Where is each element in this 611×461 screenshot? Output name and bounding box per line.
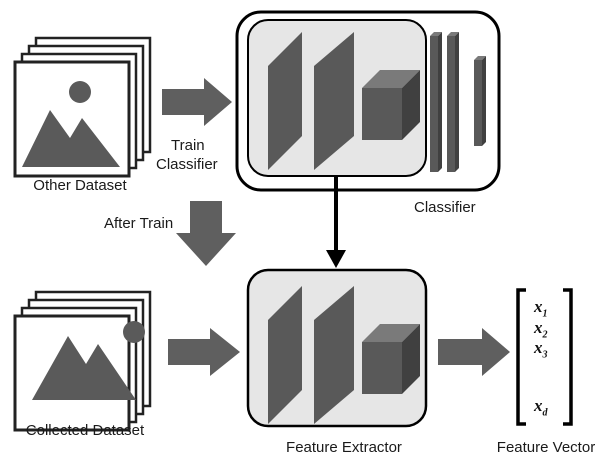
conv-layer xyxy=(314,32,354,170)
vector-entry-xd: xd xyxy=(534,396,548,418)
vector-entry-x1: x1 xyxy=(534,297,548,319)
mountain-image-icon xyxy=(32,321,145,400)
other-dataset-label: Other Dataset xyxy=(33,177,127,194)
collected-dataset-image-stack xyxy=(13,290,152,432)
after-train-arrow xyxy=(176,201,236,266)
fc-layer xyxy=(430,32,442,172)
classifier-label: Classifier xyxy=(414,199,476,216)
vector-bracket-right xyxy=(563,288,573,426)
vector-entry-x2: x2 xyxy=(534,318,548,340)
train-arrow xyxy=(162,78,232,126)
vector-symbol: x xyxy=(534,338,543,357)
other-dataset-image-stack xyxy=(13,36,152,178)
after-train-label: After Train xyxy=(104,215,174,232)
conv-layer xyxy=(268,32,302,170)
vector-entry-x3: x3 xyxy=(534,338,548,360)
vector-symbol: x xyxy=(534,297,543,316)
mountain-image-icon xyxy=(22,81,120,167)
collected-dataset-label: Collected Dataset xyxy=(25,422,145,439)
fc-layer xyxy=(447,32,459,172)
vector-subscript: 1 xyxy=(542,308,548,320)
vector-bracket-left xyxy=(516,288,526,426)
conv-layer xyxy=(314,286,354,424)
collected-to-extractor-arrow xyxy=(168,328,240,376)
vector-subscript: d xyxy=(542,407,548,419)
vector-subscript: 2 xyxy=(542,329,548,341)
conv-layer xyxy=(268,286,302,424)
pooling-cube xyxy=(362,324,420,394)
vector-subscript: 3 xyxy=(542,349,548,361)
feature-extractor-label: Feature Extractor xyxy=(286,439,402,456)
feature-vector-label: Feature Vector xyxy=(496,439,596,456)
extractor-to-vector-arrow xyxy=(438,328,510,376)
output-layer xyxy=(474,56,486,146)
transfer-arrow xyxy=(326,176,346,268)
vector-symbol: x xyxy=(534,318,543,337)
train-classifier-label-line1: Train xyxy=(171,137,205,154)
train-classifier-label-line2: Classifier xyxy=(156,156,218,173)
vector-symbol: x xyxy=(534,396,543,415)
pooling-cube xyxy=(362,70,420,140)
